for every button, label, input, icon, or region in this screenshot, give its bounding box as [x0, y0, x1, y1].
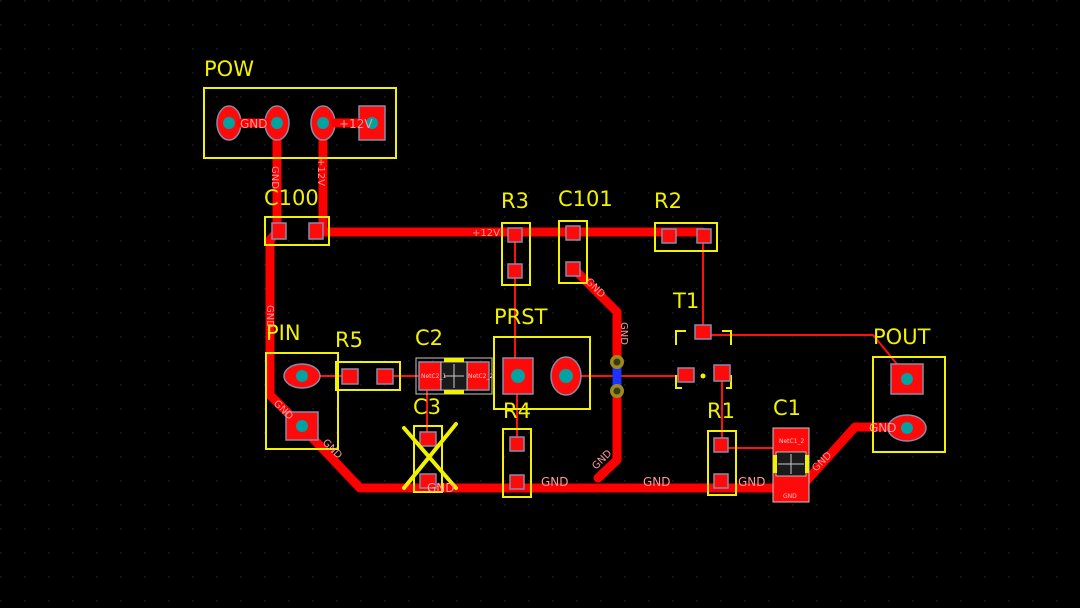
prst-outline — [493, 336, 591, 410]
bottom-layer — [610, 355, 624, 398]
pout-pad-1-hole — [901, 373, 913, 385]
component-prst[interactable]: PRST — [493, 305, 591, 410]
label-pout: POUT — [873, 325, 931, 349]
net-label-pow-12v: +12V — [339, 117, 373, 131]
net-label-gnd-1: GND — [541, 475, 569, 489]
r3-pad-1[interactable] — [507, 227, 523, 243]
r1-outline — [707, 430, 737, 496]
c101-pad-1[interactable] — [565, 225, 581, 241]
net-label-rail-12v: +12V — [472, 228, 500, 239]
label-r5: R5 — [335, 328, 363, 352]
component-c1[interactable]: NetC1_2 GND C1 — [772, 396, 810, 503]
r3-pad-2[interactable] — [507, 263, 523, 279]
label-c2: C2 — [415, 326, 443, 350]
c100-outline — [264, 216, 330, 246]
r5-pad-1[interactable] — [341, 368, 359, 385]
prst-pad-1-hole — [511, 369, 525, 383]
net-label-pout-gnd: GND — [869, 421, 897, 435]
c101-outline — [558, 220, 588, 284]
pow-pad-1-hole — [223, 117, 235, 129]
component-r3[interactable]: R3 +12V — [472, 189, 531, 286]
component-r1[interactable]: R1 — [707, 399, 737, 496]
prst-pad-2-hole — [559, 369, 573, 383]
component-pout[interactable]: POUT GND — [869, 325, 946, 453]
r2-outline — [654, 222, 718, 252]
r5-pad-2[interactable] — [376, 368, 394, 385]
r2-pad-1[interactable] — [661, 228, 677, 244]
label-c101: C101 — [558, 187, 613, 211]
component-t1[interactable]: T1 — [672, 289, 732, 389]
pow-outline — [203, 87, 397, 159]
c2-mark-top — [444, 358, 464, 362]
c2-mark-bottom — [444, 390, 464, 394]
c3-outline — [413, 425, 443, 493]
net-label-c101-gnd-vertical: GND — [618, 322, 629, 345]
label-pin: PIN — [266, 321, 301, 345]
c3-pad-2[interactable] — [419, 473, 437, 489]
c101-pad-2[interactable] — [565, 261, 581, 277]
component-r2[interactable]: R2 — [654, 189, 718, 252]
component-r4[interactable]: R4 — [502, 399, 532, 498]
t1-pin1-marker — [700, 373, 706, 379]
label-c100: C100 — [264, 186, 319, 210]
label-prst: PRST — [494, 305, 548, 329]
component-r5[interactable]: R5 — [335, 328, 401, 391]
trace-t1-pout[interactable] — [702, 334, 907, 376]
c1-mark-left — [773, 455, 777, 473]
label-r1: R1 — [707, 399, 735, 423]
t1-pad-base[interactable] — [677, 367, 695, 383]
label-pow: POW — [204, 57, 254, 81]
pow-pad-4-hole — [366, 117, 378, 129]
label-r3: R3 — [501, 189, 529, 213]
label-r4: R4 — [503, 399, 531, 423]
label-c3: C3 — [413, 395, 441, 419]
c1-mark-right — [805, 455, 809, 473]
pout-outline — [872, 356, 946, 453]
r3-outline — [501, 222, 531, 286]
component-pin[interactable]: PIN GND GND GND — [264, 305, 344, 462]
c100-pad-2[interactable] — [308, 222, 324, 240]
component-c3[interactable]: C3 — [402, 395, 458, 493]
c100-pad-1[interactable] — [271, 222, 287, 240]
net-label-c1-gnd: GND — [783, 493, 797, 500]
r4-pad-1[interactable] — [509, 436, 525, 452]
r1-pad-1[interactable] — [713, 437, 729, 453]
via-bottom-hole — [613, 387, 621, 395]
via-top-hole — [613, 358, 621, 366]
label-t1: T1 — [672, 289, 699, 313]
net-label-c2-1: NetC2_1 — [421, 373, 447, 380]
component-c2[interactable]: NetC2_1 NetC2_2 C2 — [415, 326, 494, 395]
pin-pad-1-hole — [296, 370, 308, 382]
c3-cross-mark — [402, 422, 458, 490]
net-label-pow-gnd: GND — [240, 117, 268, 131]
pow-pad-2-hole — [271, 117, 283, 129]
label-r2: R2 — [654, 189, 682, 213]
t1-pad-collector[interactable] — [694, 324, 712, 340]
r1-pad-2[interactable] — [713, 473, 729, 489]
pow-pad-3-hole — [317, 117, 329, 129]
t1-outline — [675, 330, 732, 389]
r4-outline — [502, 428, 532, 498]
net-label-pin-gnd-vertical: GND — [264, 305, 275, 328]
pin-pad-2-hole — [296, 420, 308, 432]
r2-pad-2[interactable] — [696, 228, 712, 244]
component-c100[interactable]: C100 GND +12V — [264, 158, 330, 246]
net-label-c100-12v: +12V — [315, 158, 326, 186]
c3-pad-1[interactable] — [419, 431, 437, 447]
net-label-c2-2: NetC2_2 — [468, 373, 494, 380]
net-label-c1-2: NetC1_2 — [779, 438, 805, 445]
pin-outline — [265, 352, 339, 450]
label-c1: C1 — [773, 396, 801, 420]
r4-pad-2[interactable] — [509, 474, 525, 490]
net-label-gnd-2: GND — [643, 475, 671, 489]
component-pow[interactable]: POW GND +12V — [203, 57, 397, 159]
net-label-gnd-3: GND — [738, 475, 766, 489]
r5-outline — [335, 361, 401, 391]
pout-pad-2-hole — [901, 422, 913, 434]
net-label-c100-gnd: GND — [269, 166, 280, 189]
t1-pad-emitter[interactable] — [713, 364, 731, 382]
net-label-gnd-c3: GND — [427, 481, 455, 495]
